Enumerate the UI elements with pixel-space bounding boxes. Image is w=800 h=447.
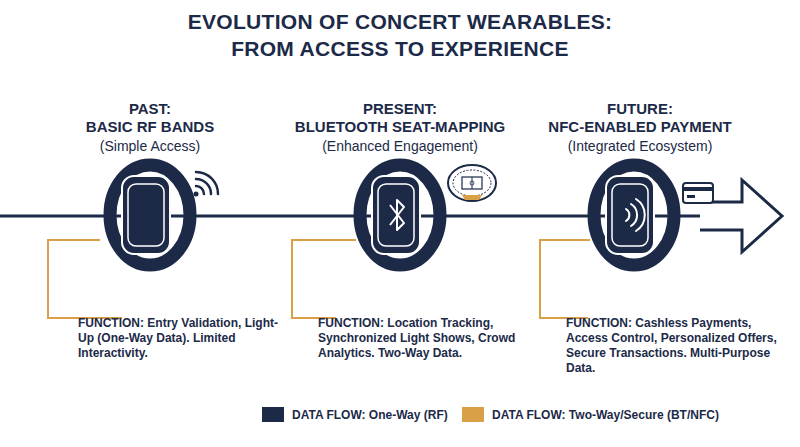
leader-line bbox=[292, 240, 356, 318]
stage-era: PAST: bbox=[0, 100, 300, 118]
legend-swatch bbox=[262, 407, 284, 422]
card-icon bbox=[683, 183, 713, 203]
wristband bbox=[594, 165, 674, 265]
stage-name: NFC-ENABLED PAYMENT bbox=[490, 118, 790, 136]
stage-subtitle: (Integrated Ecosystem) bbox=[490, 137, 790, 155]
legend-swatch bbox=[462, 407, 484, 422]
nfc-symbol bbox=[626, 199, 645, 231]
stadium-icon bbox=[448, 165, 496, 201]
wristband bbox=[110, 165, 190, 265]
function-note: FUNCTION: Cashless Payments, Access Cont… bbox=[566, 316, 780, 376]
stage-name: BASIC RF BANDS bbox=[0, 118, 300, 136]
stage-subtitle: (Simple Access) bbox=[0, 137, 300, 155]
leader-line bbox=[48, 240, 122, 318]
stage-era: FUTURE: bbox=[490, 100, 790, 118]
leader-line bbox=[540, 240, 590, 318]
legend-text: DATA FLOW: Two-Way/Secure (BT/NFC) bbox=[492, 407, 719, 423]
bluetooth-symbol bbox=[390, 200, 404, 230]
function-note: FUNCTION: Location Tracking, Synchronize… bbox=[318, 316, 524, 361]
function-note: FUNCTION: Entry Validation, Light-Up (On… bbox=[78, 316, 278, 361]
stage-era: PRESENT: bbox=[250, 100, 550, 118]
wireless-icon bbox=[194, 172, 219, 197]
stage-name: BLUETOOTH SEAT-MAPPING bbox=[250, 118, 550, 136]
diagram-title: EVOLUTION OF CONCERT WEARABLES: FROM ACC… bbox=[160, 8, 640, 62]
stage-subtitle: (Enhanced Engagement) bbox=[250, 137, 550, 155]
wristband bbox=[360, 165, 440, 265]
legend-text: DATA FLOW: One-Way (RF) bbox=[292, 407, 448, 423]
